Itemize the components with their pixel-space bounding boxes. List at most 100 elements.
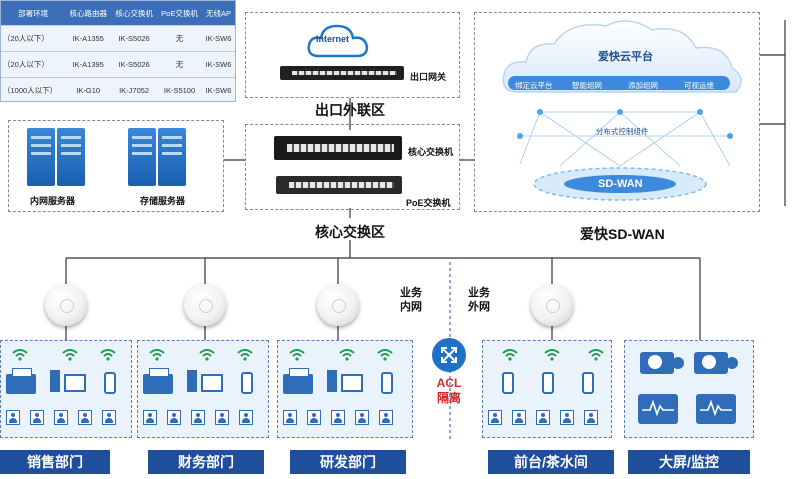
wifi-icon <box>544 348 560 366</box>
pc-monitor-icon <box>201 374 223 392</box>
distributed-component-label: 分布式控制组件 <box>596 127 649 136</box>
mobile-phone-icon <box>381 372 393 394</box>
user-icon <box>488 410 502 425</box>
external-traffic-label: 业务 外网 <box>468 286 490 314</box>
egress-zone-box <box>245 12 460 98</box>
spec-header: 核心交换机 <box>111 1 158 26</box>
wifi-icon <box>100 348 116 366</box>
spec-table: 部署环境 核心路由器 核心交换机 PoE交换机 无线AP （20人以下） IK-… <box>0 0 236 103</box>
mobile-phone-icon <box>582 372 594 394</box>
spec-cell: IK-A1355 <box>65 25 112 52</box>
camera-icon <box>640 352 684 374</box>
dept-label-rnd: 研发部门 <box>290 450 406 474</box>
core-zone-box <box>245 124 460 210</box>
cloud-platform-title: 爱快云平台 <box>598 51 653 63</box>
dept-label-monitor: 大屏/监控 <box>628 450 750 474</box>
user-icon <box>191 410 205 425</box>
wifi-icon <box>149 348 165 366</box>
mobile-phone-icon <box>542 372 554 394</box>
user-icon <box>102 410 116 425</box>
acl-line1: ACL <box>436 376 462 390</box>
user-icon <box>584 410 598 425</box>
spec-row: （20人以下） IK-A1395 IK-S5026 无 IK-SW6 <box>1 51 235 78</box>
cloud-step: 绑定云平台 <box>515 81 553 90</box>
printer-icon <box>143 368 173 394</box>
user-icon <box>536 410 550 425</box>
dept-label-reception: 前台/茶水间 <box>488 450 614 474</box>
wifi-icon <box>339 348 355 366</box>
internet-cloud-icon <box>307 24 369 58</box>
server-zone-box <box>8 120 224 212</box>
intranet-line1: 业务 <box>400 287 422 299</box>
user-icon <box>78 410 92 425</box>
wifi-icon <box>62 348 78 366</box>
spec-header: PoE交换机 <box>157 1 202 26</box>
wireless-ap <box>317 284 359 326</box>
mobile-phone-icon <box>241 372 253 394</box>
user-icon <box>167 410 181 425</box>
printer-icon <box>6 368 36 394</box>
sdwan-zone-label: 爱快SD-WAN <box>580 226 665 242</box>
user-icon <box>355 410 369 425</box>
display-screen-icon <box>638 394 678 424</box>
spec-cell: IK-A1395 <box>65 51 112 78</box>
display-screen-icon <box>696 394 736 424</box>
pc-tower-icon <box>50 370 60 392</box>
user-icon <box>143 410 157 425</box>
spec-row: （20人以下） IK-A1355 IK-S5026 无 IK-SW6 <box>1 25 235 52</box>
cloud-step: 添加组网 <box>628 81 658 90</box>
intranet-line2: 内网 <box>400 301 422 313</box>
sdwan-ring-label: SD-WAN <box>598 178 643 190</box>
spec-header: 无线AP <box>201 1 235 26</box>
cloud-step: 可视运维 <box>684 81 714 90</box>
spec-cell: IK-SW6 <box>201 25 235 52</box>
user-icon <box>283 410 297 425</box>
core-switch-device <box>274 136 402 160</box>
wireless-ap <box>184 284 226 326</box>
pc-monitor-icon <box>64 374 86 392</box>
gateway-label: 出口网关 <box>410 72 447 82</box>
spec-cell: IK-S5026 <box>111 25 158 52</box>
user-icon <box>239 410 253 425</box>
pc-monitor-icon <box>341 374 363 392</box>
pc-tower-icon <box>327 370 337 392</box>
intranet-traffic-label: 业务 内网 <box>400 286 422 314</box>
storage-server-label: 存储服务器 <box>140 196 186 206</box>
user-icon <box>54 410 68 425</box>
user-icon <box>512 410 526 425</box>
wireless-ap <box>45 284 87 326</box>
poe-switch-device <box>276 176 402 194</box>
egress-zone-label: 出口外联区 <box>315 102 385 118</box>
user-icon <box>331 410 345 425</box>
server-icon <box>158 128 186 186</box>
user-icon <box>307 410 321 425</box>
wifi-icon <box>237 348 253 366</box>
spec-cell: （20人以下） <box>1 25 66 52</box>
acl-line2: 隔离 <box>436 391 461 405</box>
user-icon <box>560 410 574 425</box>
sdwan-zone-box <box>474 12 760 212</box>
wifi-icon <box>588 348 604 366</box>
external-line1: 业务 <box>468 287 490 299</box>
spec-cell: IK-SW6 <box>201 51 235 78</box>
camera-icon <box>694 352 738 374</box>
pc-tower-icon <box>187 370 197 392</box>
spec-cell: IK-G10 <box>65 77 112 103</box>
printer-icon <box>283 368 313 394</box>
poe-switch-label: PoE交换机 <box>406 198 451 208</box>
spec-row: （1000人以下） IK-G10 IK-J7052 IK-S5100 IK-SW… <box>1 77 235 103</box>
internet-label: Internet <box>316 34 350 44</box>
external-line2: 外网 <box>468 301 490 313</box>
core-zone-label: 核心交换区 <box>315 224 385 240</box>
spec-header: 部署环境 <box>1 1 66 26</box>
cloud-platform-graphic <box>502 20 742 201</box>
wifi-icon <box>289 348 305 366</box>
server-icon <box>128 128 156 186</box>
intranet-server-label: 内网服务器 <box>30 196 76 206</box>
spec-cell: IK-S5100 <box>157 77 202 103</box>
mobile-phone-icon <box>502 372 514 394</box>
spec-cell: IK-SW6 <box>201 77 235 103</box>
user-icon <box>379 410 393 425</box>
spec-cell: （20人以下） <box>1 51 66 78</box>
wifi-icon <box>502 348 518 366</box>
